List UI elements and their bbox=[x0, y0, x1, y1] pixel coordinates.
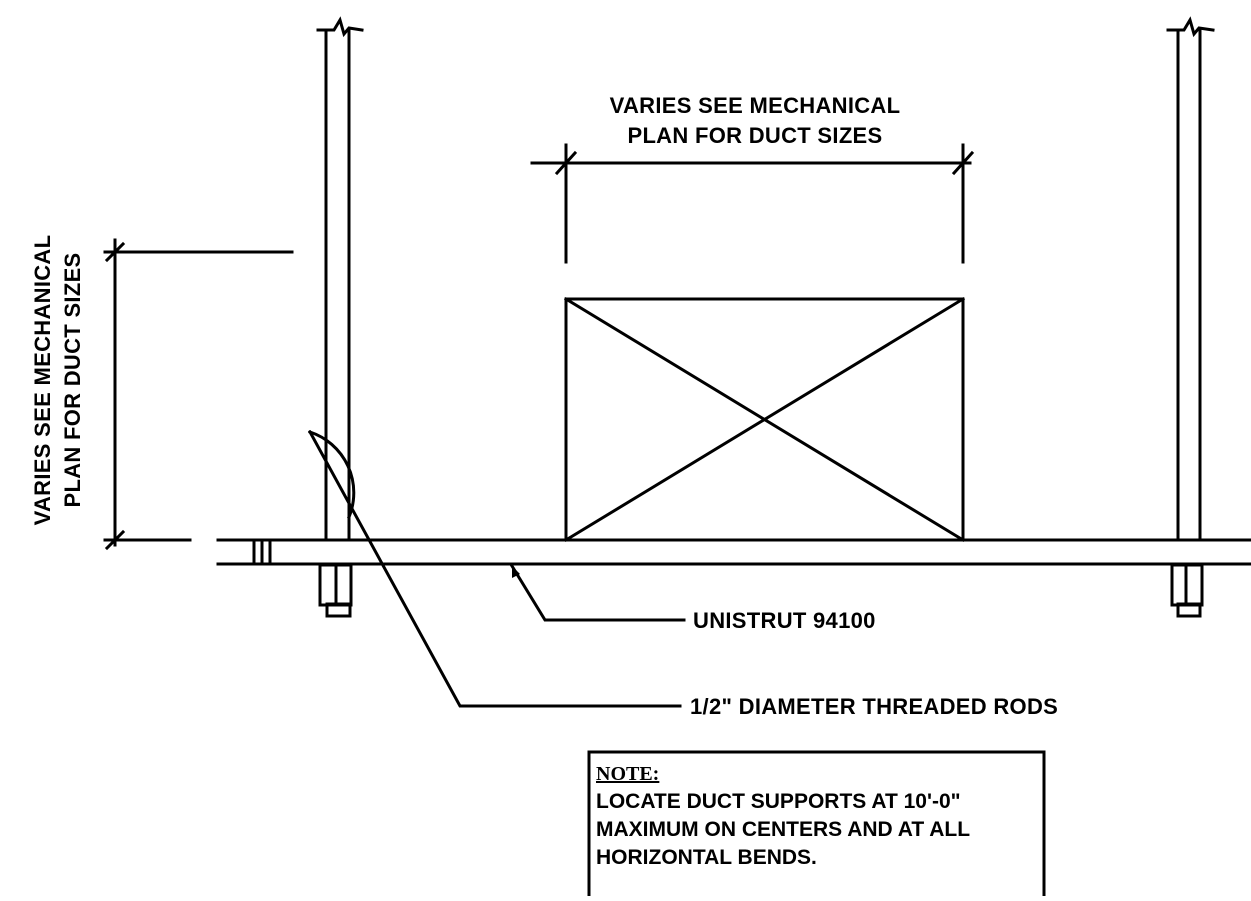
left-threaded-rod bbox=[316, 16, 364, 618]
vdim-label-line1: VARIES SEE MECHANICAL bbox=[30, 235, 55, 526]
rods-label: 1/2" DIAMETER THREADED RODS bbox=[690, 694, 1058, 719]
unistrut-label: UNISTRUT 94100 bbox=[693, 608, 876, 633]
rods-leader bbox=[307, 429, 682, 708]
duct bbox=[563, 296, 966, 543]
unistrut-arrowhead bbox=[512, 566, 520, 578]
vertical-dimension bbox=[103, 238, 294, 551]
hdim-label-line1: VARIES SEE MECHANICAL bbox=[610, 93, 901, 118]
note-line-1: LOCATE DUCT SUPPORTS AT 10'-0" bbox=[596, 790, 961, 813]
note-title: NOTE: bbox=[596, 763, 659, 785]
vdim-label-line2: PLAN FOR DUCT SIZES bbox=[60, 252, 85, 507]
note-line-3: HORIZONTAL BENDS. bbox=[596, 846, 817, 869]
unistrut-leader bbox=[509, 563, 686, 622]
right-threaded-rod bbox=[1166, 16, 1215, 618]
note-line-2: MAXIMUM ON CENTERS AND AT ALL bbox=[596, 818, 970, 841]
horizontal-dimension bbox=[530, 143, 975, 264]
hdim-label-line2: PLAN FOR DUCT SIZES bbox=[627, 123, 882, 148]
note-box bbox=[587, 750, 1046, 901]
unistrut-channel bbox=[216, 538, 1251, 566]
